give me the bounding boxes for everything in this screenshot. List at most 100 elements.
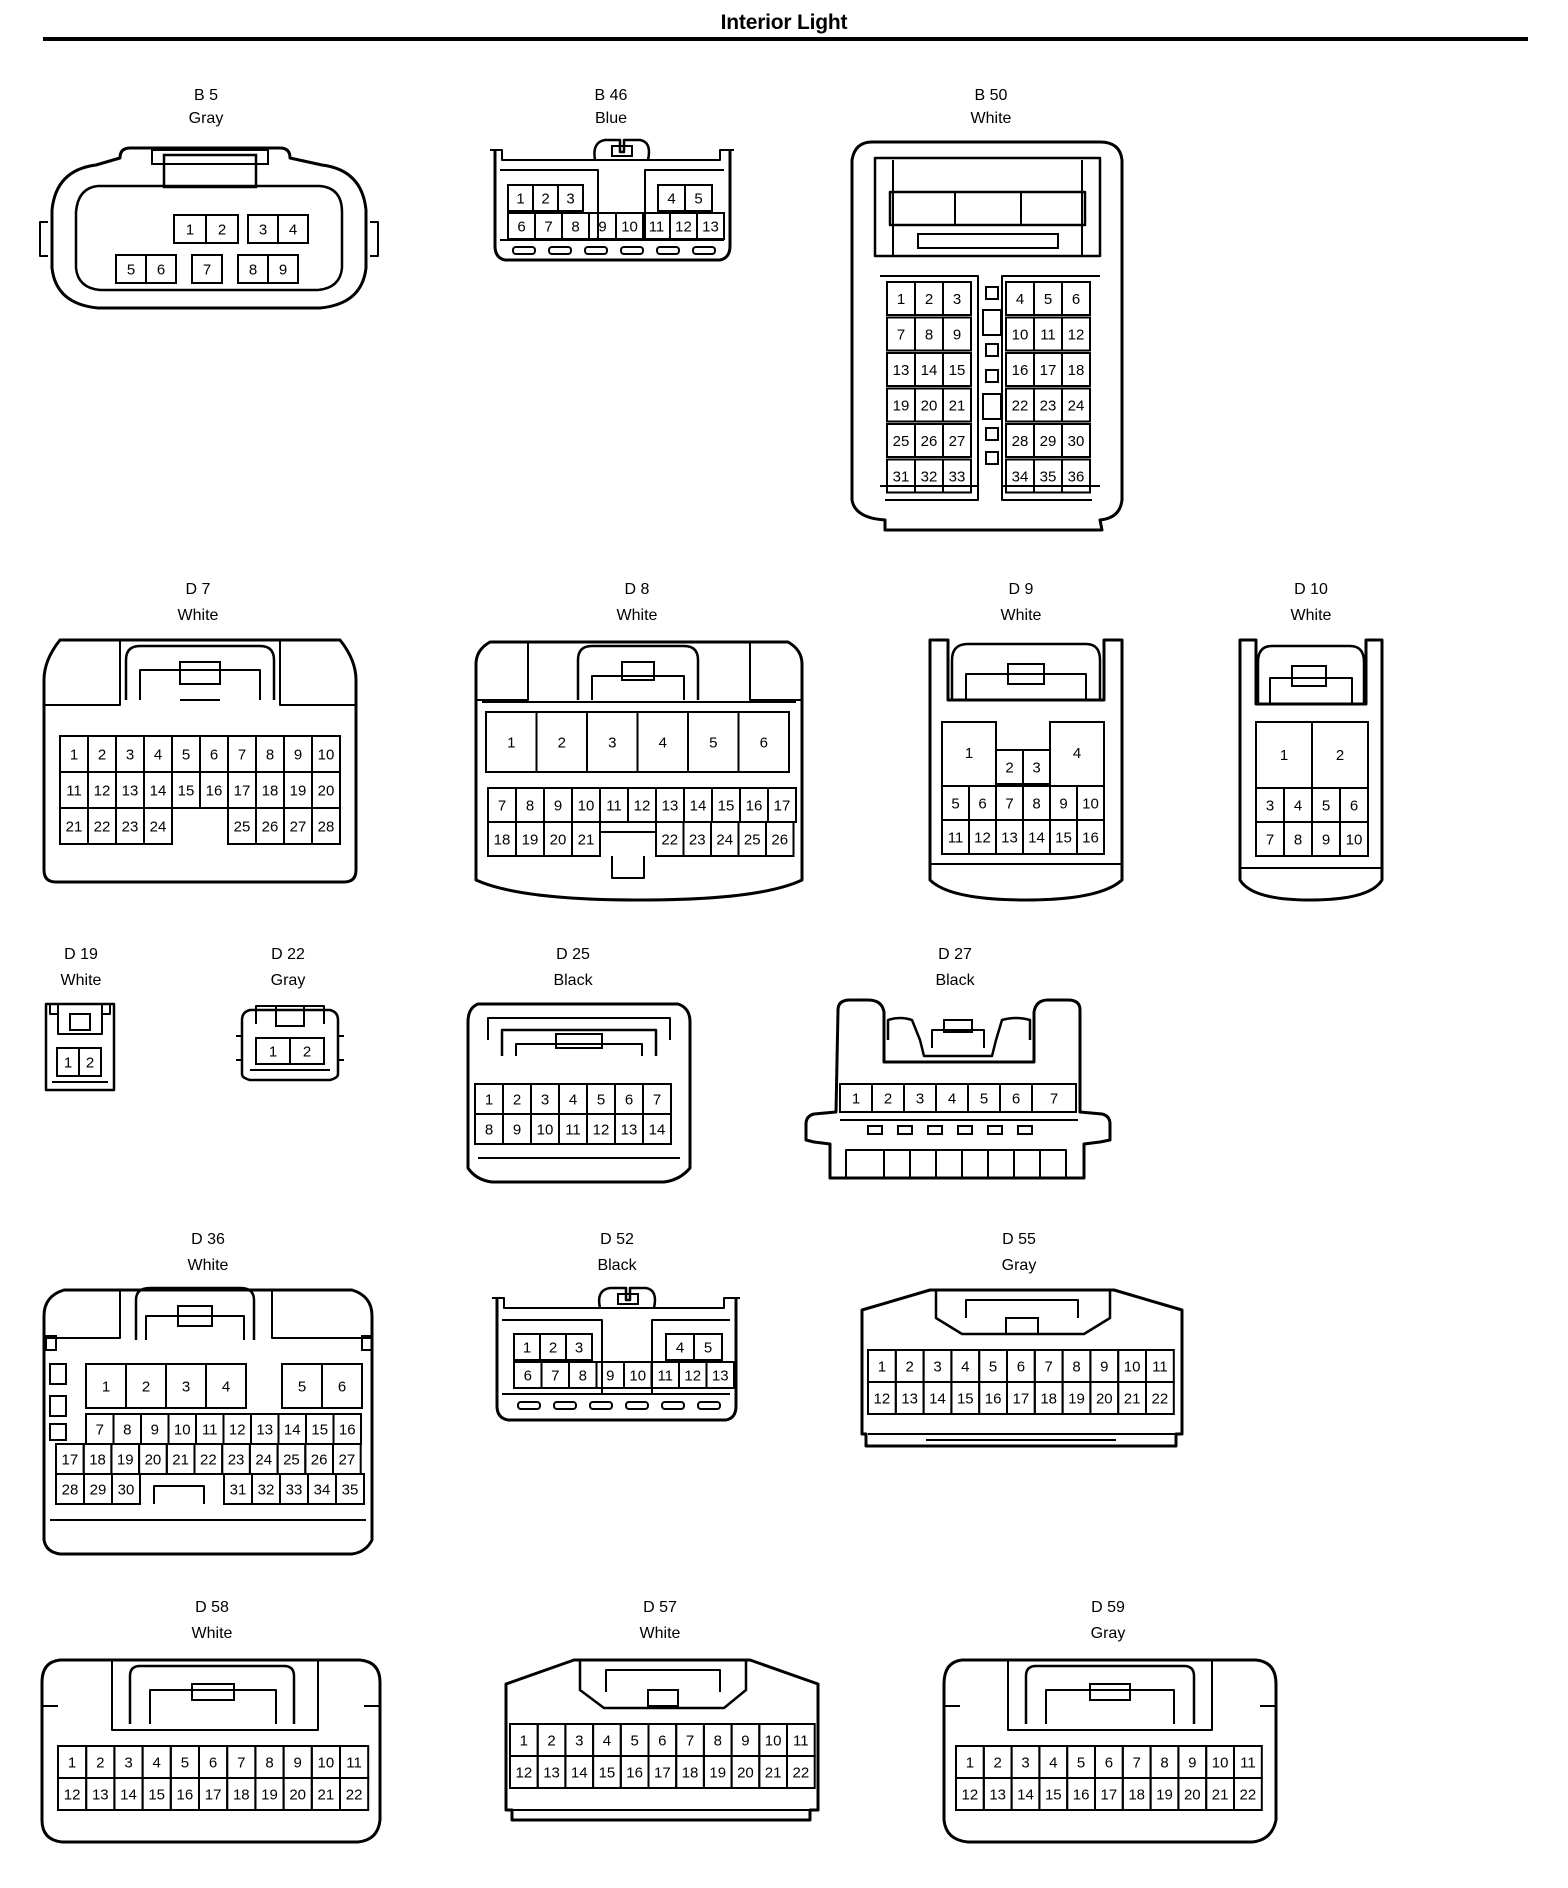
connector-label-d7: D 7 (186, 581, 211, 598)
pin-number: 33 (949, 468, 966, 485)
pin-number: 24 (1068, 397, 1085, 414)
pin-number: 22 (346, 1786, 363, 1803)
pin-number: 16 (206, 782, 223, 799)
pin-number: 18 (682, 1764, 699, 1781)
pin-number: 10 (629, 1367, 646, 1384)
pin-number: 5 (182, 746, 190, 763)
pin-number: 1 (878, 1358, 886, 1375)
pin-number: 3 (259, 221, 267, 238)
pin-number: 2 (98, 746, 106, 763)
pin-number: 5 (597, 1091, 605, 1108)
pin-number: 19 (893, 397, 910, 414)
pin-number: 7 (238, 746, 246, 763)
pin-number: 12 (1068, 326, 1085, 343)
pin-number: 2 (541, 190, 549, 207)
pin-number: 19 (1068, 1390, 1085, 1407)
pin-number: 8 (714, 1732, 722, 1749)
pin-number: 5 (630, 1732, 638, 1749)
pin-number: 6 (338, 1378, 346, 1395)
pin-number: 22 (793, 1764, 810, 1781)
pin-number: 17 (1013, 1390, 1030, 1407)
pin-number: 12 (593, 1121, 610, 1138)
pin-number: 8 (1160, 1754, 1168, 1771)
pin-number: 32 (921, 468, 938, 485)
pin-number: 1 (965, 745, 973, 762)
pin-number: 2 (96, 1754, 104, 1771)
pin-number: 8 (526, 797, 534, 814)
pin-number: 14 (690, 797, 707, 814)
pin-number: 17 (654, 1764, 671, 1781)
pin-number: 8 (1032, 795, 1040, 812)
pin-number: 11 (649, 218, 665, 235)
pin-number: 19 (261, 1786, 278, 1803)
pin-number: 8 (571, 218, 579, 235)
connector-color-d25: Black (553, 972, 593, 989)
pin-number: 9 (294, 1754, 302, 1771)
connector-label-d36: D 36 (191, 1231, 225, 1248)
pin-number: 16 (1073, 1786, 1090, 1803)
pin-number: 35 (1040, 468, 1057, 485)
pin-number: 13 (989, 1786, 1006, 1803)
pin-number: 14 (929, 1390, 946, 1407)
pin-number: 21 (1212, 1786, 1229, 1803)
pin-number: 4 (1073, 745, 1081, 762)
pin-number: 11 (1240, 1754, 1256, 1771)
pin-number: 25 (893, 433, 910, 450)
pin-number: 14 (284, 1421, 301, 1438)
pin-number: 4 (667, 190, 675, 207)
pin-number: 14 (571, 1764, 588, 1781)
pin-number: 12 (962, 1786, 979, 1803)
pin-number: 12 (974, 829, 991, 846)
connector-label-d8: D 8 (625, 581, 650, 598)
pin-number: 21 (318, 1786, 335, 1803)
pin-number: 20 (550, 831, 567, 848)
pin-number: 10 (1346, 831, 1363, 848)
pin-number: 27 (290, 818, 307, 835)
pin-number: 5 (298, 1378, 306, 1395)
connector-color-d55: Gray (1002, 1257, 1037, 1274)
pin-number: 3 (1266, 797, 1274, 814)
pin-number: 8 (249, 261, 257, 278)
pin-number: 25 (744, 831, 761, 848)
pin-number: 13 (702, 218, 719, 235)
pin-number: 10 (1012, 326, 1029, 343)
pin-number: 13 (901, 1390, 918, 1407)
pin-number: 7 (1005, 795, 1013, 812)
pin-number: 17 (62, 1451, 79, 1468)
pin-number: 18 (1040, 1390, 1057, 1407)
pin-number: 10 (765, 1732, 782, 1749)
connector-label-d57: D 57 (643, 1599, 677, 1616)
pin-number: 2 (549, 1339, 557, 1356)
pin-number: 14 (120, 1786, 137, 1803)
pin-number: 1 (68, 1754, 76, 1771)
pin-number: 11 (948, 829, 964, 846)
pin-number: 22 (94, 818, 111, 835)
pin-number: 23 (689, 831, 706, 848)
connector-label-b46: B 46 (595, 87, 628, 104)
pin-number: 1 (520, 1732, 528, 1749)
pin-number: 5 (709, 734, 717, 751)
pin-number: 6 (517, 218, 525, 235)
pin-number: 35 (342, 1481, 359, 1498)
pin-number: 4 (289, 221, 297, 238)
pin-number: 7 (498, 797, 506, 814)
pin-number: 33 (286, 1481, 303, 1498)
connector-color-b50: White (971, 110, 1012, 127)
pin-number: 15 (949, 362, 966, 379)
pin-number: 3 (182, 1378, 190, 1395)
pin-number: 24 (255, 1451, 272, 1468)
pin-number: 4 (153, 1754, 161, 1771)
pin-number: 7 (1045, 1358, 1053, 1375)
pin-number: 9 (1322, 831, 1330, 848)
pin-number: 21 (765, 1764, 782, 1781)
pin-number: 5 (989, 1358, 997, 1375)
pin-number: 8 (123, 1421, 131, 1438)
pin-number: 12 (684, 1367, 701, 1384)
pin-number: 11 (606, 797, 622, 814)
pin-number: 7 (1133, 1754, 1141, 1771)
pin-number: 2 (994, 1754, 1002, 1771)
pin-number: 15 (718, 797, 735, 814)
